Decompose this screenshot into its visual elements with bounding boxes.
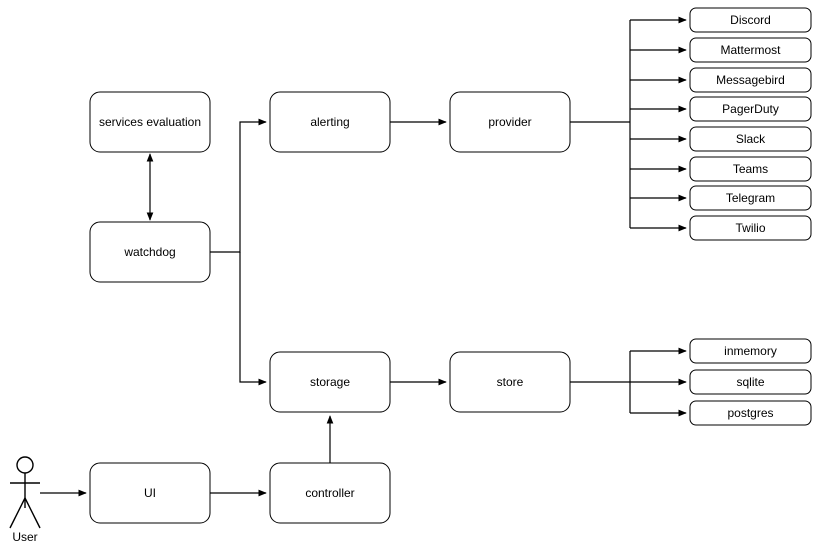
node-label-pagerduty: PagerDuty	[722, 102, 779, 116]
node-box-controller[interactable]	[269, 462, 391, 524]
node-services-evaluation[interactable]: services evaluation	[89, 91, 211, 153]
node-box-store[interactable]	[449, 351, 571, 413]
node-label-messagebird: Messagebird	[716, 73, 785, 87]
node-label-store: store	[497, 375, 524, 389]
node-discord[interactable]: Discord	[689, 7, 812, 33]
node-watchdog[interactable]: watchdog	[89, 221, 211, 283]
actor-leg-right-icon	[24, 497, 41, 529]
node-teams[interactable]: Teams	[689, 156, 812, 182]
node-provider[interactable]: provider	[449, 91, 571, 153]
node-box-twilio[interactable]	[689, 215, 812, 241]
node-label-discord: Discord	[730, 13, 771, 27]
node-sqlite[interactable]: sqlite	[689, 369, 812, 395]
node-alerting[interactable]: alerting	[269, 91, 391, 153]
node-label-sqlite: sqlite	[736, 375, 764, 389]
node-box-inmemory[interactable]	[689, 338, 812, 364]
node-controller[interactable]: controller	[269, 462, 391, 524]
nodes-layer: services evaluation watchdog alerting provi…	[89, 7, 812, 524]
node-box-messagebird[interactable]	[689, 67, 812, 93]
node-label-watchdog: watchdog	[123, 245, 175, 259]
node-box-storage[interactable]	[269, 351, 391, 413]
node-store[interactable]: store	[449, 351, 571, 413]
node-label-teams: Teams	[733, 162, 768, 176]
node-label-mattermost: Mattermost	[720, 43, 781, 57]
node-box-sqlite[interactable]	[689, 369, 812, 395]
node-label-slack: Slack	[736, 132, 766, 146]
node-label-ui: UI	[144, 486, 156, 500]
actor-layer: User	[9, 456, 41, 544]
actor-head-icon	[16, 456, 34, 474]
node-label-storage: storage	[310, 375, 350, 389]
node-ui[interactable]: UI	[89, 462, 211, 524]
actor-leg-left-icon	[9, 497, 26, 529]
node-box-provider[interactable]	[449, 91, 571, 153]
edge-watchdog-alerting	[210, 118, 267, 253]
node-box-mattermost[interactable]	[689, 37, 812, 63]
node-inmemory[interactable]: inmemory	[689, 338, 812, 364]
node-label-provider: provider	[488, 115, 531, 129]
node-box-services-evaluation[interactable]	[89, 91, 211, 153]
node-box-watchdog[interactable]	[89, 221, 211, 283]
node-label-postgres: postgres	[727, 406, 773, 420]
node-box-teams[interactable]	[689, 156, 812, 182]
node-box-slack[interactable]	[689, 126, 812, 152]
node-box-pagerduty[interactable]	[689, 96, 812, 122]
node-label-inmemory: inmemory	[724, 344, 777, 358]
node-box-discord[interactable]	[689, 7, 812, 33]
node-box-telegram[interactable]	[689, 185, 812, 211]
node-label-twilio: Twilio	[735, 221, 765, 235]
actor-user[interactable]: User	[9, 456, 41, 544]
node-mattermost[interactable]: Mattermost	[689, 37, 812, 63]
edges-layer	[40, 16, 687, 497]
node-twilio[interactable]: Twilio	[689, 215, 812, 241]
node-label-services-evaluation: services evaluation	[99, 115, 201, 129]
node-storage[interactable]: storage	[269, 351, 391, 413]
node-telegram[interactable]: Telegram	[689, 185, 812, 211]
node-pagerduty[interactable]: PagerDuty	[689, 96, 812, 122]
node-postgres[interactable]: postgres	[689, 400, 812, 426]
node-label-telegram: Telegram	[726, 191, 775, 205]
node-messagebird[interactable]: Messagebird	[689, 67, 812, 93]
edge-watchdog-storage	[239, 252, 267, 386]
node-box-postgres[interactable]	[689, 400, 812, 426]
node-label-controller: controller	[305, 486, 354, 500]
node-label-alerting: alerting	[310, 115, 349, 129]
node-box-ui[interactable]	[89, 462, 211, 524]
node-slack[interactable]: Slack	[689, 126, 812, 152]
actor-label: User	[12, 530, 37, 544]
node-box-alerting[interactable]	[269, 91, 391, 153]
